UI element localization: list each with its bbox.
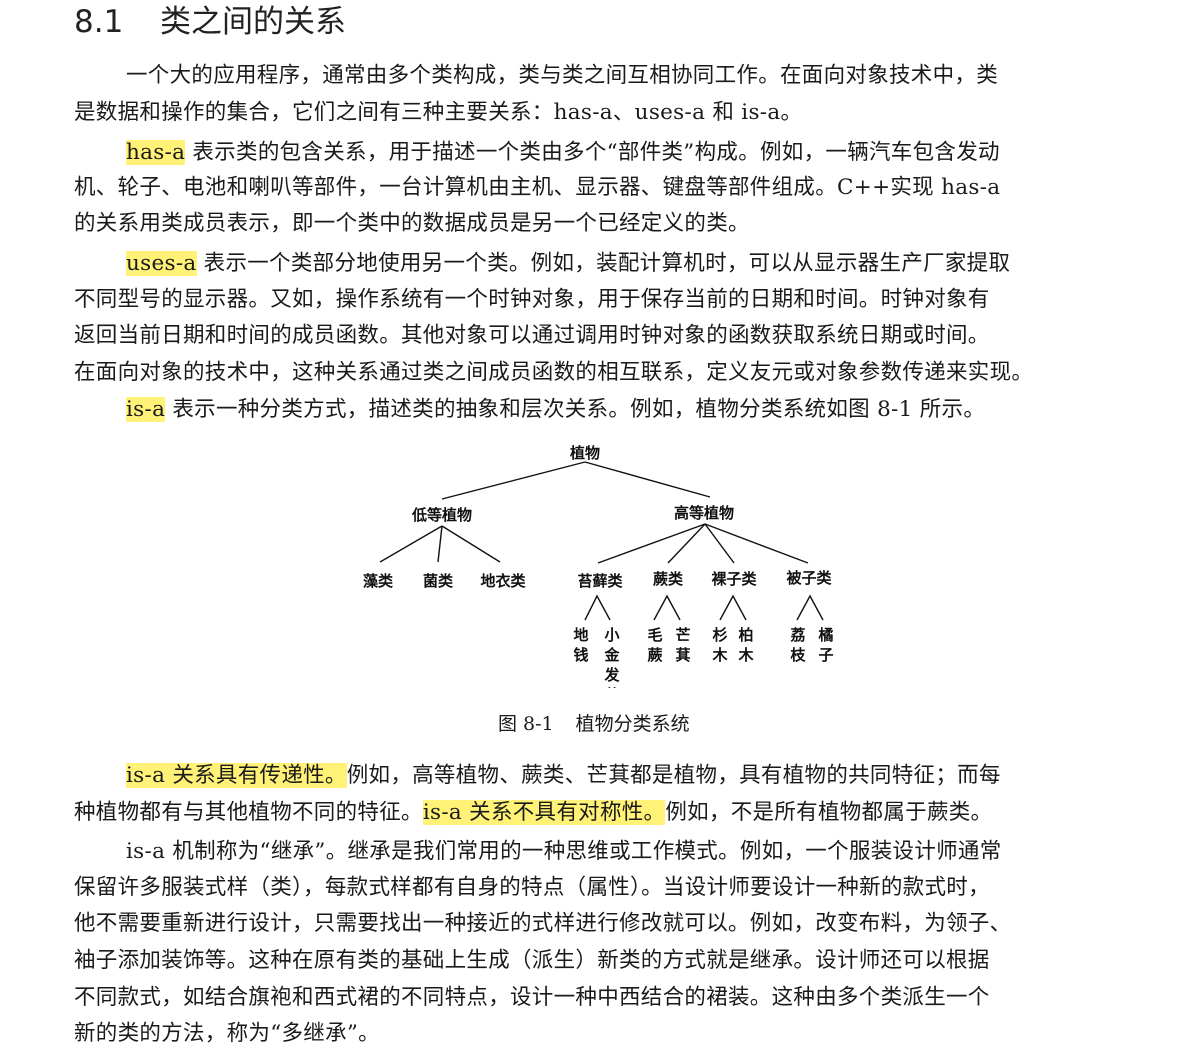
text-line: has-a 表示类的包含关系，用于描述一个类由多个“部件类”构成。例如，一辆汽车…: [126, 135, 1137, 171]
figure-caption: 图 8-1 植物分类系统: [340, 708, 940, 740]
text-segment: 不同款式，如结合旗袍和西式裙的不同特点，设计一种中西结合的裙装。这种由多个类派生…: [74, 985, 990, 1010]
highlighted-text: uses-a: [126, 251, 197, 276]
leaf-char: 子: [818, 646, 833, 664]
leaf-char: 草: [604, 686, 619, 688]
leaf-char: 毛: [647, 626, 662, 644]
leaf-node: 荔枝: [790, 626, 806, 664]
leaf-char: 发: [603, 666, 620, 684]
text-segment: 例如，高等植物、蕨类、芒萁都是植物，具有植物的共同特征；而每: [346, 763, 1001, 788]
text-line: 机、轮子、电池和喇叭等部件，一台计算机由主机、显示器、键盘等部件组成。C++实现…: [74, 170, 1137, 206]
highlighted-text: is-a: [126, 397, 166, 422]
text-segment: 不同型号的显示器。又如，操作系统有一个时钟对象，用于保存当前的日期和时间。时钟对…: [74, 287, 990, 312]
text-line: 一个大的应用程序，通常由多个类构成，类与类之间互相协同工作。在面向对象技术中，类: [126, 58, 1137, 94]
text-line: 不同型号的显示器。又如，操作系统有一个时钟对象，用于保存当前的日期和时间。时钟对…: [74, 282, 1137, 318]
leaf-char: 萁: [675, 646, 690, 664]
highlighted-text: has-a: [126, 140, 186, 165]
leaf-char: 荔: [790, 626, 805, 644]
text-line: 他不需要重新进行设计，只需要找出一种接近的式样进行修改就可以。例如，改变布料，为…: [74, 906, 1137, 942]
leaf-char: 柏: [738, 626, 753, 644]
text-segment: 在面向对象的技术中，这种关系通过类之间成员函数的相互联系，定义友元或对象参数传递…: [74, 360, 1034, 385]
node-algae: 藻类: [363, 572, 394, 590]
text-segment: 他不需要重新进行设计，只需要找出一种接近的式样进行修改就可以。例如，改变布料，为…: [74, 911, 1012, 936]
node-fungi: 菌类: [423, 572, 454, 590]
leaf-char: 芒: [675, 626, 690, 644]
text-segment: 的关系用类成员表示，即一个类中的数据成员是另一个已经定义的类。: [74, 211, 750, 236]
caption-title: 植物分类系统: [575, 713, 690, 735]
leaf-node: 地钱: [573, 626, 588, 664]
leaf-node: 芒萁: [675, 626, 690, 664]
highlighted-text: is-a 关系不具有对称性。: [422, 800, 666, 825]
text-segment: 例如，不是所有植物都属于蕨类。: [665, 800, 993, 825]
text-line: 袖子添加装饰等。这种在原有类的基础上生成（派生）新类的方式就是继承。设计师还可以…: [74, 943, 1137, 979]
leaf-node: 柏木: [737, 626, 754, 664]
leaf-node: 杉木: [711, 626, 728, 664]
leaf-char: 木: [737, 646, 754, 664]
text-line: 的关系用类成员表示，即一个类中的数据成员是另一个已经定义的类。: [74, 206, 1137, 242]
leaf-char: 木: [711, 646, 728, 664]
highlighted-text: is-a 关系具有传递性。: [126, 763, 347, 788]
leaf-nodes: 地钱小金发草毛蕨芒萁杉木柏木荔枝橘子: [573, 626, 833, 688]
text-line: is-a 表示一种分类方式，描述类的抽象和层次关系。例如，植物分类系统如图 8-…: [126, 392, 1137, 428]
text-segment: 一个大的应用程序，通常由多个类构成，类与类之间互相协同工作。在面向对象技术中，类: [126, 63, 999, 88]
leaf-char: 小: [604, 626, 619, 644]
leaf-char: 橘: [817, 626, 833, 644]
text-line: 种植物都有与其他植物不同的特征。is-a 关系不具有对称性。例如，不是所有植物都…: [74, 795, 1137, 831]
text-segment: 表示一个类部分地使用另一个类。例如，装配计算机时，可以从显示器生产厂家提取: [196, 251, 1011, 276]
text-line: uses-a 表示一个类部分地使用另一个类。例如，装配计算机时，可以从显示器生产…: [126, 246, 1137, 282]
text-segment: 返回当前日期和时间的成员函数。其他对象可以通过调用时钟对象的函数获取系统日期或时…: [74, 323, 990, 348]
caption-number: 图 8-1: [498, 713, 554, 735]
text-segment: 种植物都有与其他植物不同的特征。: [74, 800, 423, 825]
text-line: 不同款式，如结合旗袍和西式裙的不同特点，设计一种中西结合的裙装。这种由多个类派生…: [74, 980, 1137, 1016]
plant-classification-figure: 植物 低等植物 高等植物 藻类 菌类 地衣类 苔藓类 蕨类 裸子类 被子类 地钱…: [340, 438, 860, 688]
text-segment: 袖子添加装饰等。这种在原有类的基础上生成（派生）新类的方式就是继承。设计师还可以…: [74, 948, 990, 973]
node-lichen: 地衣类: [480, 572, 526, 590]
text-segment: 表示一种分类方式，描述类的抽象和层次关系。例如，植物分类系统如图 8-1 所示。: [165, 397, 986, 422]
node-gymnosperms: 裸子类: [711, 570, 757, 588]
section-heading: 8.1 类之间的关系: [74, 2, 346, 42]
text-segment: is-a 机制称为“继承”。继承是我们常用的一种思维或工作模式。例如，一个服装设…: [126, 839, 1002, 864]
text-segment: 表示类的包含关系，用于描述一个类由多个“部件类”构成。例如，一辆汽车包含发动: [185, 140, 1000, 165]
text-line: is-a 关系具有传递性。例如，高等植物、蕨类、芒萁都是植物，具有植物的共同特征…: [126, 758, 1137, 794]
text-line: is-a 机制称为“继承”。继承是我们常用的一种思维或工作模式。例如，一个服装设…: [126, 834, 1137, 870]
leaf-char: 杉: [712, 626, 727, 644]
leaf-node: 橘子: [817, 626, 833, 664]
node-bryophytes: 苔藓类: [577, 572, 623, 590]
node-ferns: 蕨类: [653, 570, 684, 588]
text-segment: 保留许多服装式样（类），每款式样都有自身的特点（属性）。当设计师要设计一种新的款…: [74, 875, 990, 900]
section-title: 类之间的关系: [160, 4, 346, 40]
text-line: 保留许多服装式样（类），每款式样都有自身的特点（属性）。当设计师要设计一种新的款…: [74, 870, 1137, 906]
node-high-plants: 高等植物: [674, 504, 734, 522]
node-low-plants: 低等植物: [411, 506, 472, 524]
text-segment: 新的类的方法，称为“多继承”。: [74, 1021, 380, 1046]
leaf-char: 蕨: [647, 646, 662, 664]
leaf-node: 小金发草: [603, 626, 620, 688]
node-root: 植物: [570, 444, 600, 462]
text-line: 在面向对象的技术中，这种关系通过类之间成员函数的相互联系，定义友元或对象参数传递…: [74, 355, 1137, 391]
leaf-char: 枝: [790, 646, 806, 664]
leaf-char: 钱: [573, 646, 588, 664]
text-segment: 是数据和操作的集合，它们之间有三种主要关系：has-a、uses-a 和 is-…: [74, 100, 803, 125]
text-line: 是数据和操作的集合，它们之间有三种主要关系：has-a、uses-a 和 is-…: [74, 95, 1137, 131]
text-line: 新的类的方法，称为“多继承”。: [74, 1016, 1137, 1052]
tree-connectors: [379, 461, 824, 621]
text-line: 返回当前日期和时间的成员函数。其他对象可以通过调用时钟对象的函数获取系统日期或时…: [74, 318, 1137, 354]
section-number: 8.1: [74, 4, 124, 40]
text-segment: 机、轮子、电池和喇叭等部件，一台计算机由主机、显示器、键盘等部件组成。C++实现…: [74, 175, 1001, 200]
node-angiosperms: 被子类: [786, 569, 832, 587]
leaf-char: 金: [603, 646, 620, 664]
leaf-char: 地: [573, 626, 588, 644]
leaf-node: 毛蕨: [647, 626, 662, 664]
tree-diagram: 植物 低等植物 高等植物 藻类 菌类 地衣类 苔藓类 蕨类 裸子类 被子类 地钱…: [363, 444, 834, 688]
